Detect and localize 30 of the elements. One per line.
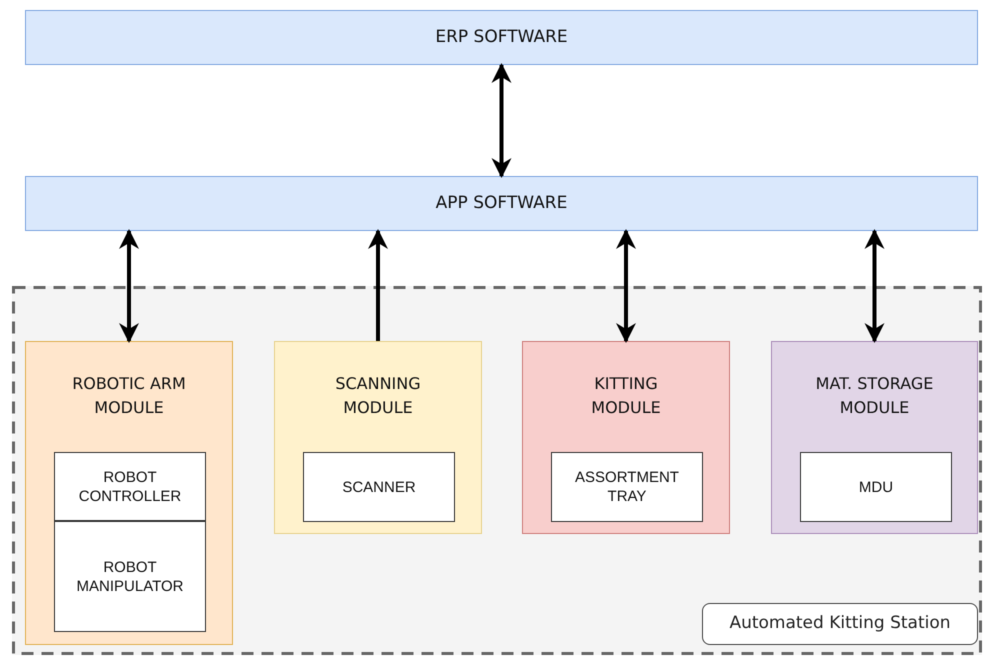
module-box <box>25 341 233 645</box>
arrow <box>119 229 139 343</box>
component-box <box>54 521 206 632</box>
node-text: MDU <box>858 478 894 496</box>
component-box <box>551 452 703 522</box>
arrow <box>864 229 884 343</box>
station-group <box>12 286 982 655</box>
module-box <box>522 341 730 534</box>
module-title: KITTING MODULE <box>590 373 662 419</box>
module-title: ROBOTIC ARM MODULE <box>71 373 187 419</box>
module-box <box>771 341 978 534</box>
node-text: APP SOFTWARE <box>434 192 568 215</box>
node-text: Automated Kitting Station <box>728 612 952 636</box>
component-box <box>54 452 206 521</box>
arrow <box>368 229 388 341</box>
arrow <box>492 63 512 178</box>
module-title: MAT. STORAGE MODULE <box>814 373 934 419</box>
station-label-box <box>702 603 978 645</box>
node-text: ASSORTMENT TRAY <box>574 468 680 506</box>
module-box <box>274 341 482 534</box>
node-text: SCANNER <box>341 478 417 496</box>
component-box <box>800 452 952 522</box>
software-box <box>25 10 978 65</box>
node-text: ERP SOFTWARE <box>434 26 569 49</box>
arrow <box>616 229 636 343</box>
node-text: ROBOT MANIPULATOR <box>76 558 184 596</box>
node-text: ROBOT CONTROLLER <box>78 468 182 506</box>
software-box <box>25 176 978 231</box>
component-box <box>303 452 455 522</box>
module-title: SCANNING MODULE <box>334 373 422 419</box>
